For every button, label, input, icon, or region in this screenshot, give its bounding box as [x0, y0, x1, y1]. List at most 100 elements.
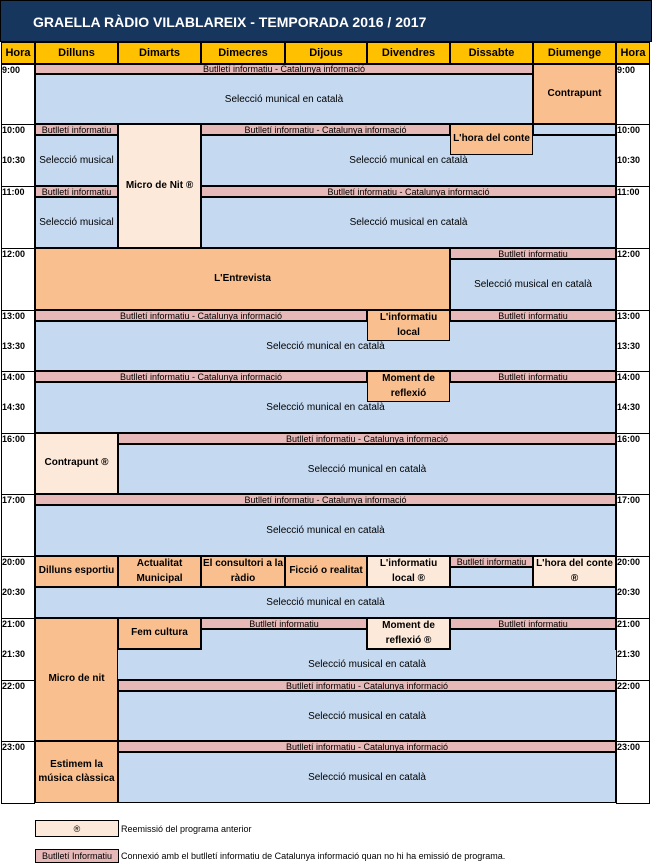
time-label: 10:00 [2, 125, 26, 135]
time-label: 12:00 [617, 249, 641, 259]
row-divider [1, 64, 35, 65]
butlleti-bar: Butlletí informatiu [35, 186, 118, 197]
music-block-label: Selecció musical [39, 155, 114, 166]
music-block-label: Selecció munical en català [266, 340, 385, 352]
music-block-label: Selecció musical en català [474, 279, 592, 290]
butlleti-bar: Butlletí informatiu [450, 556, 533, 567]
music-block: Selecció munical en català [35, 74, 533, 124]
butlleti-bar: Butlletí informatiu [35, 124, 118, 135]
row-divider [616, 803, 650, 804]
time-cell: 12:00 [616, 248, 650, 310]
time-label: 23:00 [617, 742, 641, 752]
music-block: Selecció musical [35, 197, 118, 248]
time-label: 9:00 [617, 65, 636, 75]
column-header-3: Dimecres [201, 42, 285, 64]
row-divider [616, 124, 650, 125]
column-header-6: Dissabte [450, 42, 533, 64]
program-fem-cultura-label: Fem cultura [131, 627, 188, 639]
program-moment-reflexio-label: Moment de reflexió [382, 373, 435, 399]
butlleti-bar: Butlletí informatiu - Catalunya informac… [118, 680, 616, 691]
time-label: 9:00 [2, 65, 21, 75]
music-block: Selecció musical [35, 135, 118, 186]
butlleti-bar-label: Butlletí informatiu - Catalunya informac… [119, 310, 283, 321]
music-block: Selecció musical en català [118, 650, 616, 679]
butlleti-bar: Butlletí informatiu - Catalunya informac… [201, 124, 450, 135]
program-ficcio-realitat: Ficció o realitat [285, 556, 367, 587]
column-header-4: Dijous [285, 42, 367, 64]
time-label: 23:00 [2, 742, 26, 752]
butlleti-bar: Butlletí informatiu - Catalunya informac… [35, 64, 533, 74]
time-label: 20:00 [617, 557, 641, 567]
time-cell: 16:00 [616, 433, 650, 494]
program-contrapunt-rerun: Contrapunt ® [35, 433, 118, 494]
program-hora-conte-label: L'hora del conte [453, 133, 530, 145]
butlleti-bar: Butlletí informatiu [450, 310, 616, 321]
program-hora-conte: L'hora del conte [450, 124, 533, 155]
column-header-6-label: Dissabte [468, 47, 515, 59]
legend-butlleti-text: Connexió amb el butlletí informatiu de C… [121, 851, 506, 861]
row-divider [616, 248, 650, 249]
butlleti-bar-label: Butlletí informatiu [249, 618, 319, 629]
butlleti-bar: Butlletí informatiu [450, 248, 616, 259]
time-cell: 23:00 [616, 741, 650, 803]
row-divider [1, 680, 35, 681]
butlleti-bar-label: Butlletí informatiu [498, 310, 568, 321]
butlleti-bar: Butlletí informatiu - Catalunya informac… [118, 433, 616, 444]
time-label: 14:30 [2, 402, 26, 412]
program-estimem-musica-classica: Estimem la música clàssica [35, 741, 118, 803]
butlleti-bar-label: Butlletí informatiu [41, 186, 112, 197]
butlleti-bar: Butlletí informatiu - Catalunya informac… [35, 494, 616, 505]
music-block: Selecció munical en català [35, 321, 616, 371]
time-cell: 12:00 [1, 248, 35, 310]
time-cell: 22:00 [616, 680, 650, 741]
row-divider [1, 494, 35, 495]
time-label: 20:00 [2, 557, 26, 567]
program-hora-conte-rerun: L'hora del conte ® [533, 556, 616, 587]
program-moment-reflexio-rerun-label: Moment de reflexió ® [382, 620, 435, 646]
butlleti-bar-label: Butlletí informatiu - Catalunya informac… [244, 494, 407, 505]
program-micro-nit: Micro de nit [35, 618, 118, 741]
music-block: Selecció musical en català [201, 197, 616, 248]
program-informatiu-local-rerun: L'informatiu local ® [367, 556, 450, 587]
row-divider [616, 618, 650, 619]
column-header-4-label: Dijous [309, 47, 343, 59]
butlleti-bar-label: Butlletí informatiu [498, 371, 568, 382]
time-cell: 9:00 [1, 64, 35, 124]
program-entrevista-label: L'Entrevista [214, 272, 271, 284]
butlleti-bar: Butlletí informatiu [201, 618, 367, 629]
butlleti-bar-label: Butlletí informatiu - Catalunya informac… [327, 186, 490, 197]
program-informatiu-local: L'informatiu local [367, 310, 450, 341]
column-header-7-label: Diumenge [547, 47, 602, 59]
music-block: Selecció musical en català [118, 752, 616, 803]
music-block-label: Selecció munical en català [266, 402, 385, 413]
time-label: 13:30 [2, 341, 26, 351]
program-actualitat-municipal: Actualitat Municipal [118, 556, 201, 587]
music-block: Selecció musical en català [118, 691, 616, 741]
time-label: 17:00 [2, 495, 26, 505]
time-cell: 17:00 [616, 494, 650, 556]
row-divider [1, 433, 35, 434]
music-block-label: Selecció munical en català [266, 525, 385, 536]
row-divider [1, 310, 35, 311]
program-actualitat-municipal-label: Actualitat Municipal [136, 558, 183, 584]
column-header-7: Diumenge [533, 42, 616, 64]
time-label: 14:00 [617, 372, 641, 382]
time-label: 22:00 [617, 681, 641, 691]
time-cell: 11:00 [616, 186, 650, 248]
program-contrapunt-rerun-label: Contrapunt ® [44, 457, 109, 469]
legend-rerun-swatch: ® [35, 820, 119, 837]
row-divider [616, 494, 650, 495]
time-label: 16:00 [617, 434, 641, 444]
row-divider [616, 64, 650, 65]
time-label: 12:00 [2, 249, 26, 259]
time-label: 14:30 [617, 402, 641, 412]
column-header-8: Hora [616, 42, 650, 64]
butlleti-bar: Butlletí informatiu - Catalunya informac… [35, 371, 367, 382]
column-header-1-label: Dilluns [58, 47, 95, 59]
time-label: 14:00 [2, 372, 26, 382]
butlleti-bar-label: Butlletí informatiu - Catalunya informac… [244, 124, 407, 135]
time-label: 21:30 [617, 649, 641, 659]
music-block-label: Selecció musical en català [308, 659, 426, 670]
butlleti-bar-label: Butlletí informatiu - Catalunya informac… [285, 433, 449, 444]
